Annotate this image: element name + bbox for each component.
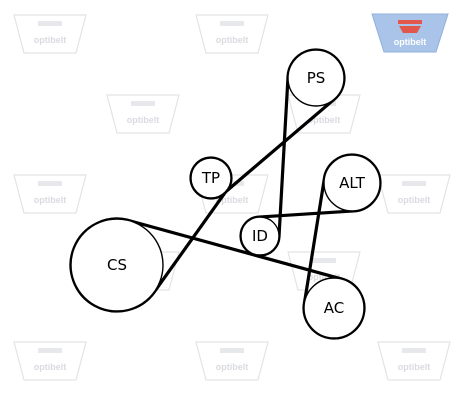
pulley-tp-label: TP — [201, 169, 220, 187]
watermark-layer: optibelt optibelt optibelt optibelt optibelt… — [13, 14, 451, 381]
pulley-tp-circle — [190, 157, 232, 199]
pulley-ps-circle — [287, 49, 345, 107]
watermark-text: optibelt — [216, 195, 249, 205]
logo-accent-shape — [399, 26, 421, 33]
watermark-logo: optibelt — [377, 174, 451, 214]
pulley-ac-label: AC — [324, 299, 344, 317]
watermark-text: optibelt — [308, 272, 341, 282]
watermark-text: optibelt — [398, 195, 431, 205]
optibelt-logo: optibelt — [371, 13, 449, 53]
watermark-logo: optibelt — [106, 94, 180, 134]
logo-accent-bar — [398, 20, 422, 24]
watermark-text: optibelt — [34, 362, 67, 372]
watermark-text: optibelt — [398, 362, 431, 372]
watermark-logo: optibelt — [13, 174, 87, 214]
pulley-ac: AC — [303, 277, 365, 339]
pulley-id-label: ID — [252, 227, 268, 245]
pulley-alt-circle — [323, 154, 381, 212]
pulley-cs-circle — [70, 218, 164, 312]
pulley-ps: PS — [287, 49, 345, 107]
watermark-text: optibelt — [308, 115, 341, 125]
pulley-cs: CS — [70, 218, 164, 312]
pulley-id: ID — [240, 216, 280, 256]
watermark-text: optibelt — [34, 35, 67, 45]
watermark-text: optibelt — [216, 362, 249, 372]
pulley-cs-label: CS — [107, 256, 127, 274]
watermark-logo: optibelt — [13, 341, 87, 381]
logo-text: optibelt — [394, 37, 427, 47]
watermark-logo: optibelt — [195, 14, 269, 54]
pulley-ps-label: PS — [307, 69, 326, 87]
watermark-text: optibelt — [216, 35, 249, 45]
watermark-text: optibelt — [34, 195, 67, 205]
pulley-alt: ALT — [323, 154, 381, 212]
pulley-alt-label: ALT — [339, 174, 366, 192]
pulley-ac-circle — [303, 277, 365, 339]
watermark-logo: optibelt — [13, 14, 87, 54]
pulley-tp: TP — [190, 157, 232, 199]
watermark-text: optibelt — [127, 115, 160, 125]
watermark-logo: optibelt — [195, 341, 269, 381]
pulley-id-circle — [240, 216, 280, 256]
watermark-logo: optibelt — [377, 341, 451, 381]
